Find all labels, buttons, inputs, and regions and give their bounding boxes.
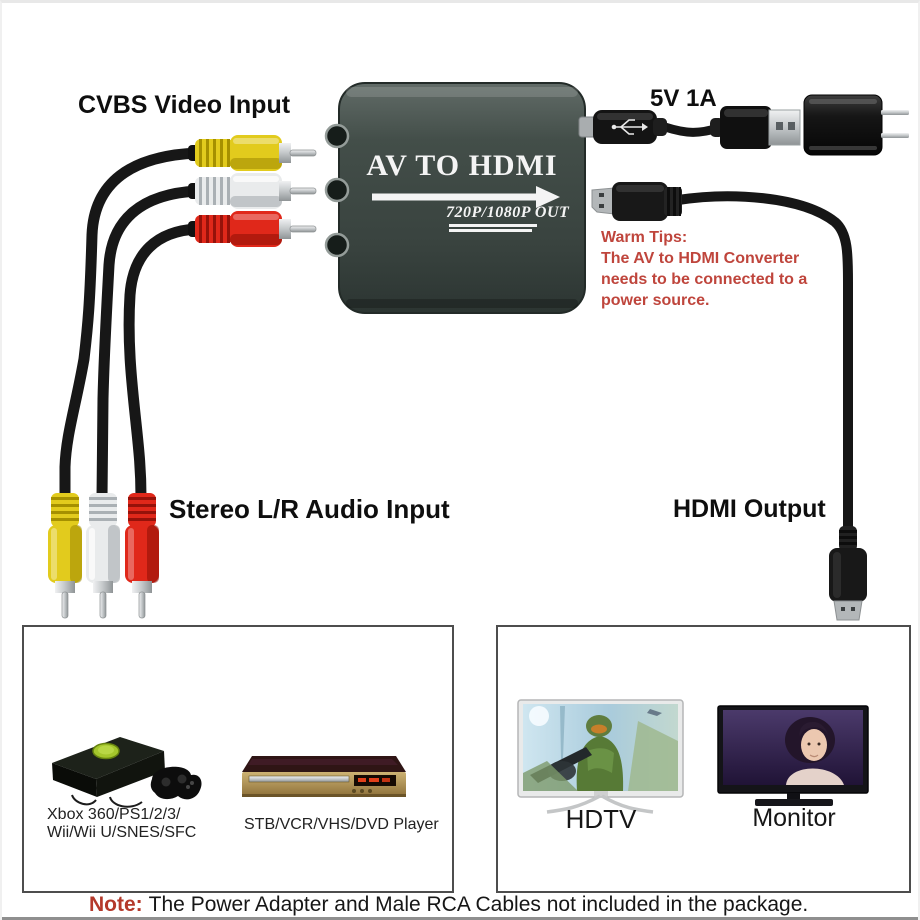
warm-tips: Warm Tips: The AV to HDMI Converter need…: [601, 227, 826, 311]
usb-power-cable-icon: [578, 106, 801, 149]
converter-device: [324, 82, 586, 314]
game-controller-icon: [150, 766, 202, 800]
hdtv-caption: HDTV: [565, 804, 637, 834]
monitor-icon: [717, 705, 869, 806]
note-prefix: Note:: [89, 893, 143, 916]
rca-plug-yellow-down-icon: [48, 493, 82, 619]
av-input-ports-icon: [324, 123, 350, 258]
xbox-console-icon: [52, 737, 165, 808]
cvbs-input-label: CVBS Video Input: [78, 91, 291, 119]
warm-tips-line: needs to be connected to a: [601, 271, 808, 288]
bottom-edge-bar: [2, 917, 918, 920]
diagram-artwork: [48, 82, 909, 814]
warm-tips-line: The AV to HDMI Converter: [601, 250, 800, 267]
rca-cable-bundle: [59, 147, 203, 503]
rca-plug-white-icon: [188, 173, 317, 209]
hdtv-icon: [517, 699, 684, 814]
source-devices-box: [22, 625, 454, 893]
package-note: Note:The Power Adapter and Male RCA Cabl…: [89, 893, 808, 917]
warm-tips-heading: Warm Tips:: [601, 229, 688, 246]
usb-trident-icon: [611, 119, 648, 135]
subtitle-underline: [449, 224, 537, 227]
subtitle-underline: [449, 229, 532, 232]
hdmi-cable-icon: [591, 182, 867, 621]
rca-plug-red-down-icon: [125, 493, 159, 619]
rca-plug-red-icon: [188, 211, 317, 247]
power-adapter-icon: [803, 94, 909, 156]
player-caption: STB/VCR/VHS/DVD Player: [244, 816, 439, 833]
console-caption: Xbox 360/PS1/2/3/ Wii/Wii U/SNES/SFC: [47, 806, 196, 842]
warm-tips-line: power source.: [601, 292, 710, 309]
display-devices-box: [496, 625, 911, 893]
stereo-input-label: Stereo L/R Audio Input: [169, 494, 450, 524]
console-caption-line1: Xbox 360/PS1/2/3/: [47, 806, 181, 823]
converter-title: AV TO HDMI: [366, 149, 558, 182]
power-spec-label: 5V 1A: [650, 85, 717, 112]
note-text: The Power Adapter and Male RCA Cables no…: [148, 893, 809, 916]
dvd-player-icon: [242, 756, 406, 797]
rca-plug-yellow-icon: [188, 135, 317, 171]
rca-plug-white-down-icon: [86, 493, 120, 619]
direction-arrow-icon: [372, 186, 560, 208]
console-caption-line2: Wii/Wii U/SNES/SFC: [47, 824, 197, 841]
hdmi-output-label: HDMI Output: [673, 495, 826, 523]
monitor-caption: Monitor: [752, 804, 836, 832]
converter-subtitle: 720P/1080P OUT: [446, 204, 570, 221]
